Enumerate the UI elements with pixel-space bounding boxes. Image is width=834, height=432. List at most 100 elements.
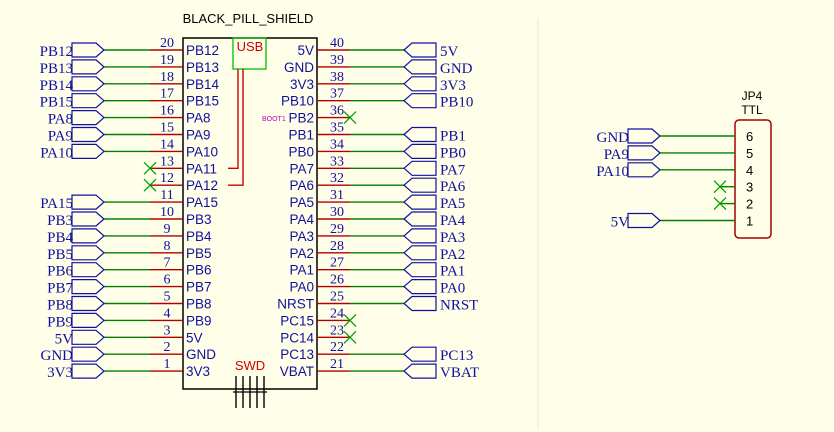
swd-label: SWD (235, 358, 265, 373)
net-label: PA2 (440, 247, 465, 263)
pin-number: 23 (330, 323, 344, 338)
jp4-pin-2: 2 (713, 197, 753, 212)
pin-name: PA1 (289, 263, 314, 278)
pin-number: 32 (330, 171, 344, 186)
pin-number: 6 (746, 129, 753, 144)
pin-name: PB3 (186, 212, 212, 227)
usb-box (232, 37, 267, 70)
pin-number: 39 (330, 53, 344, 68)
pin-number: 15 (160, 121, 174, 136)
pin-number: 40 (330, 36, 344, 51)
pin-name: 3V3 (186, 364, 210, 379)
pin-number: 12 (160, 171, 174, 186)
net-flag-pa1 (403, 262, 437, 278)
net-label: PB8 (47, 298, 73, 314)
no-connect-marker (343, 330, 357, 344)
pin-name: PC13 (280, 347, 314, 362)
pin-number: 5 (164, 290, 171, 305)
net-flag-pb4 (71, 228, 105, 244)
net-label: PB7 (47, 281, 73, 297)
net-label: PC13 (440, 348, 473, 364)
net-flag-pb10 (403, 93, 437, 109)
pin-number: 21 (330, 357, 344, 372)
pin-number: 17 (160, 87, 174, 102)
pin-name: 3V3 (290, 77, 314, 92)
pin-name: PA4 (289, 212, 314, 227)
net-label: PB9 (47, 314, 73, 330)
net-label: PB0 (440, 145, 466, 161)
net-label: 3V3 (47, 365, 73, 381)
net-label: PA9 (48, 129, 73, 145)
pin-number: 37 (330, 87, 344, 102)
net-label: PB12 (40, 44, 73, 60)
internal-wiring (228, 69, 267, 408)
net-flag-pa9 (71, 126, 105, 143)
net-label: PA10 (596, 164, 629, 180)
pin-name: 5V (186, 330, 203, 345)
pin-name: PA5 (289, 195, 314, 210)
no-connect-marker (343, 313, 357, 327)
net-label: PA6 (440, 179, 466, 195)
net-label: 5V (440, 44, 459, 60)
pin-name: PB12 (186, 43, 219, 58)
net-label: PA15 (40, 196, 73, 212)
net-label: 5V (55, 331, 74, 347)
pin-name: GND (284, 60, 314, 75)
pin-number: 25 (330, 290, 344, 305)
pin-name: PC15 (280, 313, 314, 328)
boot-label: BOOT1 (262, 116, 286, 123)
net-flag-pa2 (403, 245, 437, 261)
pin-number: 34 (330, 137, 344, 152)
net-flag-pa8 (71, 110, 105, 126)
net-label: GND (597, 130, 630, 146)
net-flag-pb15 (71, 93, 105, 109)
pin-name: PA2 (289, 246, 314, 261)
net-label: VBAT (440, 365, 479, 381)
pin-number: 20 (160, 36, 174, 51)
pin-name: PB4 (186, 229, 212, 244)
pin-number: 36 (330, 104, 344, 119)
pin-name: PA9 (186, 128, 211, 143)
pin-number: 33 (330, 154, 344, 169)
pin-number: 2 (746, 197, 753, 212)
pin-name: PB5 (186, 246, 212, 261)
pin-name: PA6 (289, 178, 314, 193)
net-flag-5v (403, 42, 437, 58)
net-flag-pb7 (71, 279, 105, 295)
pin-number: 10 (160, 205, 174, 220)
net-label: PA3 (440, 230, 465, 246)
pin-number: 11 (160, 188, 173, 203)
pin-name: PB8 (186, 297, 212, 312)
pin-number: 9 (164, 222, 171, 237)
pin-number: 6 (164, 273, 171, 288)
pin-number: 28 (330, 239, 344, 254)
net-label: PB13 (40, 61, 73, 77)
pin-number: 35 (330, 121, 344, 136)
net-flag-pb14 (71, 76, 105, 92)
net-flag-gnd (403, 59, 437, 75)
jp4-ref: JP4 (742, 89, 763, 103)
pin-name: PB14 (186, 77, 220, 92)
net-label: NRST (440, 298, 478, 314)
pin-number: 13 (160, 154, 174, 169)
net-flag-pa10 (627, 162, 661, 178)
net-label: PA4 (440, 213, 466, 229)
pin-name: PB13 (186, 60, 219, 75)
net-flag-pc13 (403, 346, 437, 362)
